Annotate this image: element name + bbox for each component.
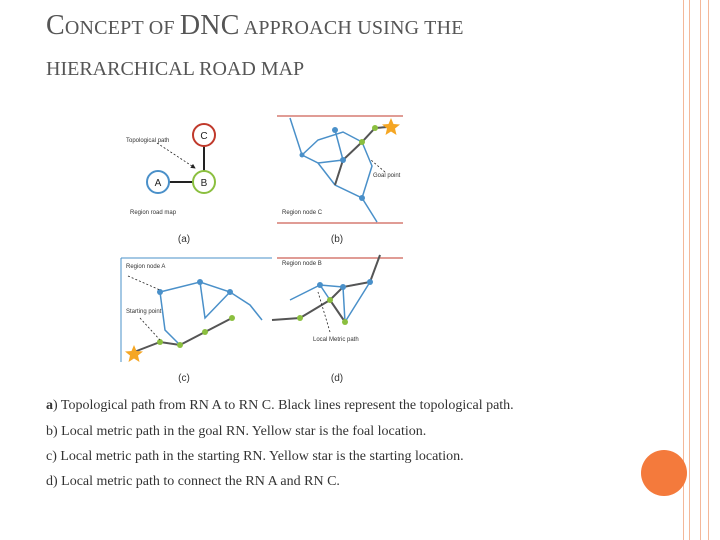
start-star-icon (125, 345, 143, 362)
panel-c: Region node A Starting point (c) (120, 257, 272, 384)
border-line-1 (683, 0, 684, 540)
region-node-a-label: Region node A (126, 264, 165, 270)
border-line-4 (708, 0, 709, 540)
border-line-3 (700, 0, 701, 540)
region-road-map-label: Region road map (130, 210, 177, 216)
goal-point-label: Goal point (373, 173, 401, 179)
caption-a: a) Topological path from RN A to RN C. B… (46, 398, 514, 413)
slide-title-line-1: CONCEPT OF DNC APPROACH USING THE (46, 10, 464, 41)
panel-c-label: (c) (178, 373, 190, 384)
goal-star-icon (382, 118, 400, 135)
caption-b: b) Local metric path in the goal RN. Yel… (46, 424, 427, 439)
region-node-c-label: Region node C (282, 210, 323, 216)
panel-b-label: (b) (331, 234, 343, 245)
caption-c: c) Local metric path in the starting RN.… (46, 449, 464, 464)
node-a-label: A (155, 178, 162, 189)
slide-title-line-2: HIERARCHICAL ROAD MAP (46, 58, 305, 80)
caption-d: d) Local metric path to connect the RN A… (46, 474, 340, 489)
panel-d: Region node B Local Metric path (d) (271, 254, 403, 384)
region-node-b-label: Region node B (282, 261, 322, 267)
local-metric-path-label: Local Metric path (313, 337, 359, 343)
topological-path-label: Topological path (126, 138, 169, 144)
starting-point-label: Starting point (126, 309, 162, 315)
panel-a: C A B Topological path Region road map (… (126, 123, 216, 245)
border-line-2 (689, 0, 690, 540)
node-b-label: B (201, 178, 208, 189)
node-c-label: C (200, 131, 207, 142)
decorative-orange-circle (641, 450, 687, 496)
panel-b: Goal point Region node C (b) (277, 115, 403, 245)
panel-d-label: (d) (331, 373, 343, 384)
panel-a-label: (a) (178, 234, 190, 245)
